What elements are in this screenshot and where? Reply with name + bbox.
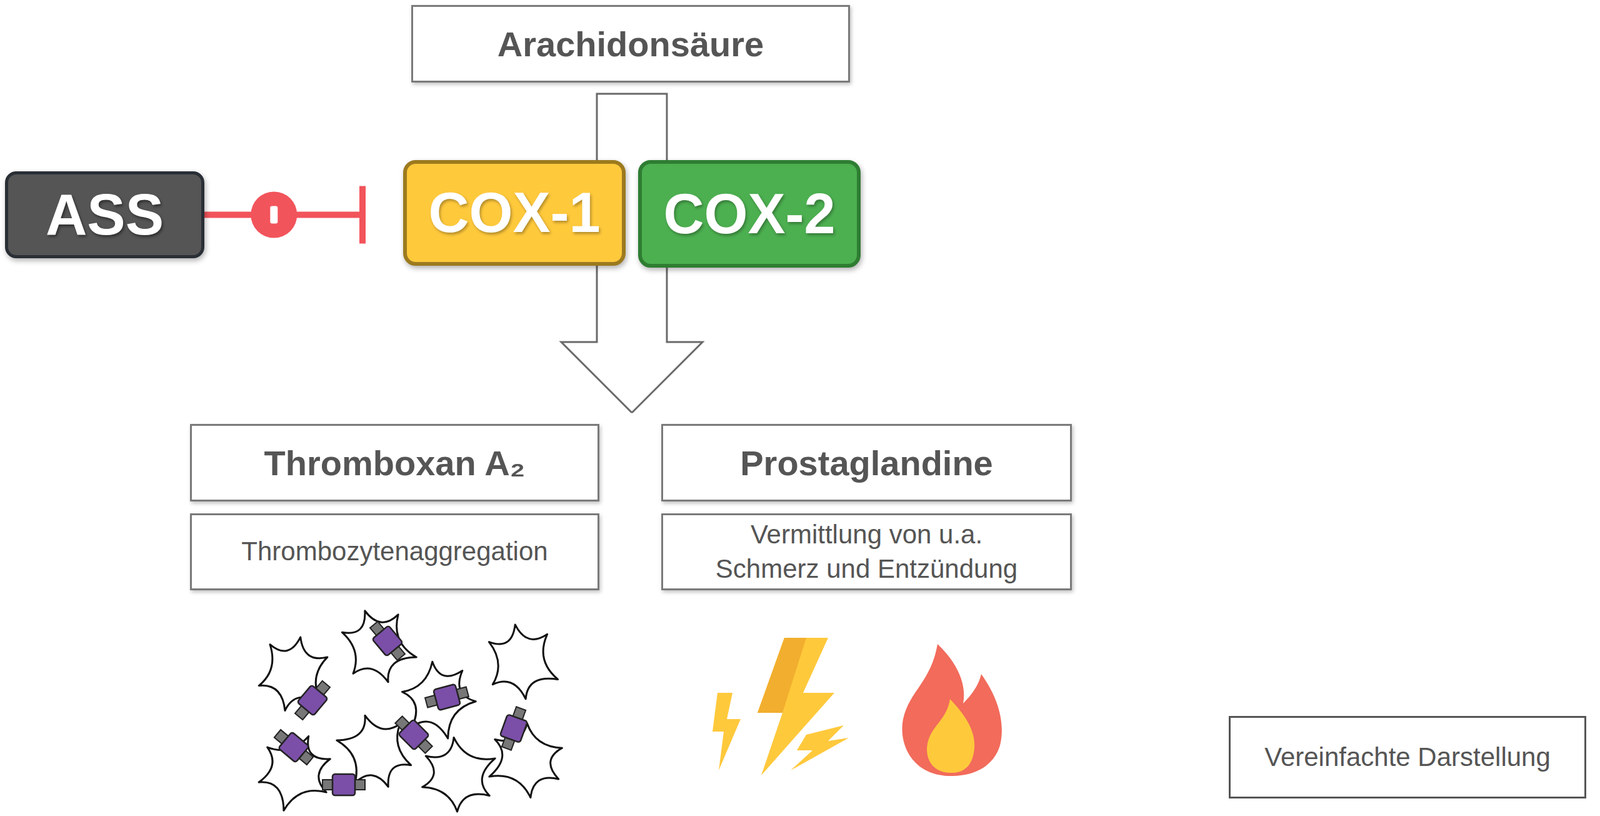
effect-box: Vermittlung von u.a. Schmerz und Entzünd… <box>661 513 1072 590</box>
node-text: ASS <box>45 181 164 248</box>
node-text: Vereinfachte Darstellung <box>1264 741 1551 772</box>
lightning-bolt <box>757 637 835 775</box>
fibrinogen-link <box>290 676 335 724</box>
platelet <box>483 618 560 704</box>
fibrinogen-link <box>496 704 531 752</box>
effect-box: Thrombozytenaggregation <box>190 513 600 590</box>
flame-outer <box>901 643 1002 776</box>
enzyme-box: COX-2 <box>638 160 861 268</box>
lightning-bolt <box>790 725 849 770</box>
platelet-cluster <box>248 599 575 816</box>
lightning-bolt <box>712 692 741 770</box>
connector <box>204 186 363 244</box>
substrate-box: Arachidonsäure <box>411 5 850 83</box>
inflammation-flame <box>901 643 1002 776</box>
node-text: COX-1 <box>428 180 600 245</box>
fibrinogen-link <box>270 725 317 769</box>
fibrinogen-link <box>365 617 410 664</box>
platelet <box>334 599 422 692</box>
pain-lightning <box>712 637 849 775</box>
node-text: Arachidonsäure <box>497 23 764 65</box>
node-text: COX-2 <box>663 181 835 247</box>
fibrinogen-link <box>423 681 470 713</box>
product-box: Thromboxan A₂ <box>190 423 600 502</box>
enzyme-box: COX-1 <box>403 160 626 266</box>
fibrinogen-link <box>322 773 365 795</box>
inhibit-bar <box>359 186 366 244</box>
flame-inner <box>926 698 975 773</box>
product-box: Prostaglandine <box>661 423 1072 502</box>
node-text: Thrombozytenaggregation <box>241 534 548 569</box>
inhibit-node <box>250 191 297 239</box>
drug-box: ASS <box>5 171 205 259</box>
node-text: Prostaglandine <box>740 442 994 484</box>
note-box: Vereinfachte Darstellung <box>1228 715 1587 799</box>
fibrinogen-link <box>391 711 437 757</box>
inhibit-mark <box>270 206 278 224</box>
node-text: Vermittlung von u.a. Schmerz und Entzünd… <box>698 517 1036 586</box>
lightning-shade <box>757 637 807 775</box>
node-text: Thromboxan A₂ <box>264 442 526 484</box>
